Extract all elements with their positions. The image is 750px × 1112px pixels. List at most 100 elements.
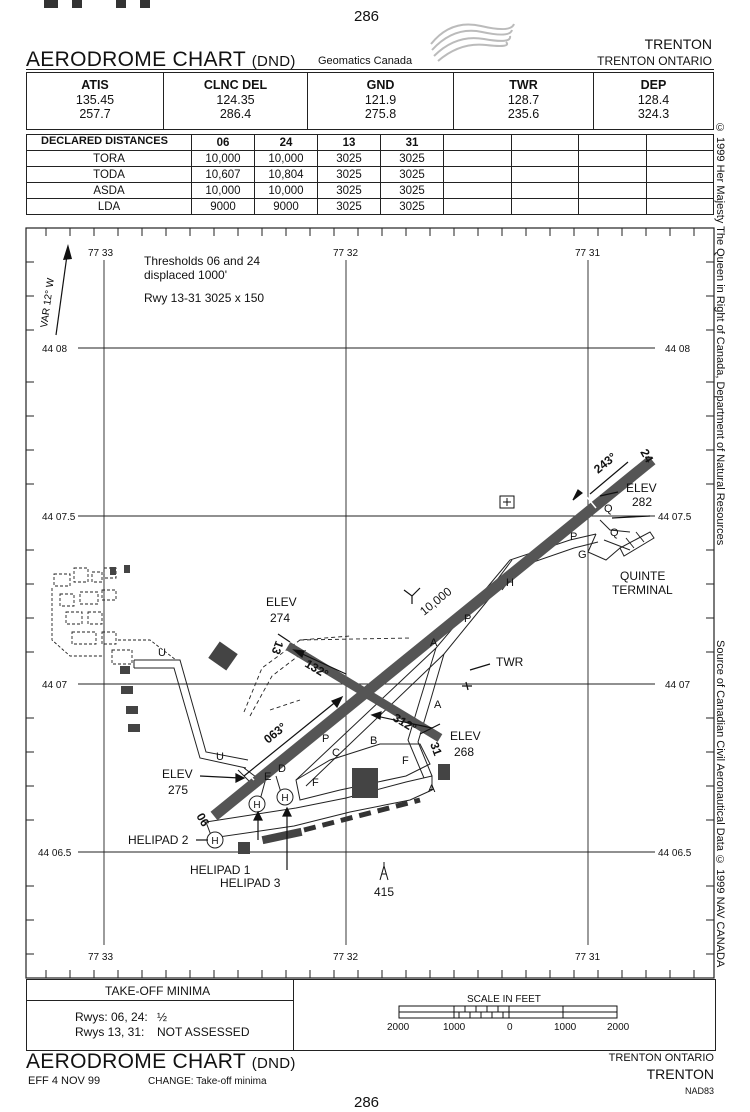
footer-title: AERODROME CHART (DND) xyxy=(26,1050,296,1074)
dist-col-31: 31 xyxy=(380,134,444,151)
chart-title-main: AERODROME CHART xyxy=(26,48,246,71)
helipad-icon xyxy=(248,795,266,813)
taxiway-label: F xyxy=(312,777,319,789)
taxiway-label: C xyxy=(332,747,340,759)
dist-cell: 3025 xyxy=(317,198,381,215)
latitude-label: 44 08 xyxy=(42,344,67,355)
elev-value: 274 xyxy=(270,611,290,625)
helipad-label: HELIPAD 1 xyxy=(190,863,251,877)
runway-heading: 312° xyxy=(390,711,419,736)
scale-tick: 0 xyxy=(507,1022,513,1033)
taxiway-label: E xyxy=(264,771,271,783)
taxiway-label: A xyxy=(428,783,436,795)
latitude-label: 44 06.5 xyxy=(38,848,72,859)
lat-lon-grid xyxy=(78,260,655,945)
table-row: TODA 10,607 10,804 3025 3025 xyxy=(26,166,714,183)
longitude-label: 77 32 xyxy=(333,952,358,963)
terminal-label: QUINTE xyxy=(620,569,665,583)
heading-arrows xyxy=(196,461,651,870)
map-frame-ticks xyxy=(26,228,714,978)
runway-end: 31 xyxy=(427,740,445,758)
minima-title: TAKE-OFF MINIMA xyxy=(105,984,211,998)
runway-end: 24 xyxy=(637,447,656,466)
table-row: TORA 10,000 10,000 3025 3025 xyxy=(26,150,714,167)
magnetic-variation: VAR 12° W xyxy=(39,277,57,329)
taxiway-label: Q xyxy=(604,503,613,515)
page-number-bottom: 286 xyxy=(354,1094,380,1111)
minima-row-label: Rwys 13, 31: xyxy=(75,1025,145,1039)
buildings-west-solid xyxy=(110,565,238,732)
longitude-label: 77 31 xyxy=(575,952,600,963)
taxiway-label: G xyxy=(578,549,587,561)
freq-twr: TWR 128.7 235.6 xyxy=(453,72,594,130)
corner-mark xyxy=(140,0,150,8)
minima-row-label: Rwys: 06, 24: xyxy=(75,1010,148,1024)
corner-mark xyxy=(44,0,58,8)
runway-heading: 132° xyxy=(302,657,331,682)
chart-title-suffix: (DND) xyxy=(251,53,296,70)
freq-atis: ATIS 135.45 257.7 xyxy=(75,78,115,121)
helipad-symbol: H xyxy=(211,836,218,847)
latitude-label: 44 07 xyxy=(665,680,690,691)
dist-cell: 9000 xyxy=(191,198,255,215)
vor-icon xyxy=(499,495,515,509)
airport-location: TRENTON ONTARIO xyxy=(597,54,712,68)
terminal-label: TERMINAL xyxy=(612,583,673,597)
taxiway-label: H xyxy=(506,577,514,589)
header-rule xyxy=(26,69,714,70)
tower-icon xyxy=(462,681,472,691)
latitude-label: 44 07.5 xyxy=(658,512,692,523)
runway-length: 10,000 xyxy=(417,584,455,618)
taxiway-label: A xyxy=(430,637,438,649)
buildings-apron xyxy=(238,764,450,854)
compass-rose-icon xyxy=(403,587,421,604)
chart-title: AERODROME CHART (DND) xyxy=(26,48,296,72)
minima-row-value: NOT ASSESSED xyxy=(157,1025,250,1039)
latitude-label: 44 08 xyxy=(665,344,690,355)
helipads xyxy=(206,788,294,849)
latitude-label: 44 07.5 xyxy=(42,512,76,523)
longitude-label: 77 33 xyxy=(88,248,113,259)
tower-label: TWR xyxy=(496,655,524,669)
declared-distances-title: DECLARED DISTANCES xyxy=(26,134,192,151)
dist-cell: 10,000 xyxy=(254,150,318,167)
taxiway-label: P xyxy=(464,613,471,625)
declared-distances-table: DECLARED DISTANCES 06 24 13 31 TORA 10,0… xyxy=(26,134,714,215)
helipad-icon xyxy=(276,788,294,806)
dist-row-label: TORA xyxy=(26,150,192,167)
footer-title-main: AERODROME CHART xyxy=(26,1050,246,1073)
freq-gnd: GND 121.9 275.8 xyxy=(307,72,454,130)
table-row: LDA 9000 9000 3025 3025 xyxy=(26,198,714,215)
elev-label: ELEV xyxy=(450,729,481,743)
elev-label: ELEV xyxy=(266,595,297,609)
taxiway-label: P xyxy=(570,531,577,543)
latitude-label: 44 07 xyxy=(42,680,67,691)
publisher: Geomatics Canada xyxy=(318,55,413,67)
dist-cell: 10,000 xyxy=(254,182,318,199)
stamp-logo xyxy=(426,14,516,64)
dist-cell: 3025 xyxy=(380,166,444,183)
elev-value: 268 xyxy=(454,745,474,759)
note-displaced: displaced 1000' xyxy=(144,268,227,282)
corner-mark xyxy=(72,0,82,8)
longitude-label: 77 33 xyxy=(88,952,113,963)
helipad-symbol: H xyxy=(253,800,260,811)
take-off-minima-panel: TAKE-OFF MINIMA Rwys: 06, 24: ½ Rwys 13,… xyxy=(26,979,716,1051)
dist-empty-cell xyxy=(645,198,714,215)
runway-end: 06 xyxy=(193,811,212,830)
obstacle-elevation: 415 xyxy=(374,885,394,899)
north-arrow-icon xyxy=(55,244,72,336)
taxiway-label: F xyxy=(402,755,409,767)
footer-airport: TRENTON xyxy=(646,1066,714,1082)
dist-cell: 3025 xyxy=(380,198,444,215)
dist-cell: 10,000 xyxy=(191,182,255,199)
helipad-label: HELIPAD 3 xyxy=(220,876,281,890)
taxiway-label: P xyxy=(322,733,329,745)
dist-cell: 10,000 xyxy=(191,150,255,167)
freq-clnc-del: CLNC DEL 124.35 286.4 xyxy=(163,72,308,130)
scale-bar xyxy=(398,1005,618,1019)
footer-datum: NAD83 xyxy=(684,1086,714,1096)
dist-row-label: LDA xyxy=(26,198,192,215)
dist-cell: 3025 xyxy=(317,182,381,199)
